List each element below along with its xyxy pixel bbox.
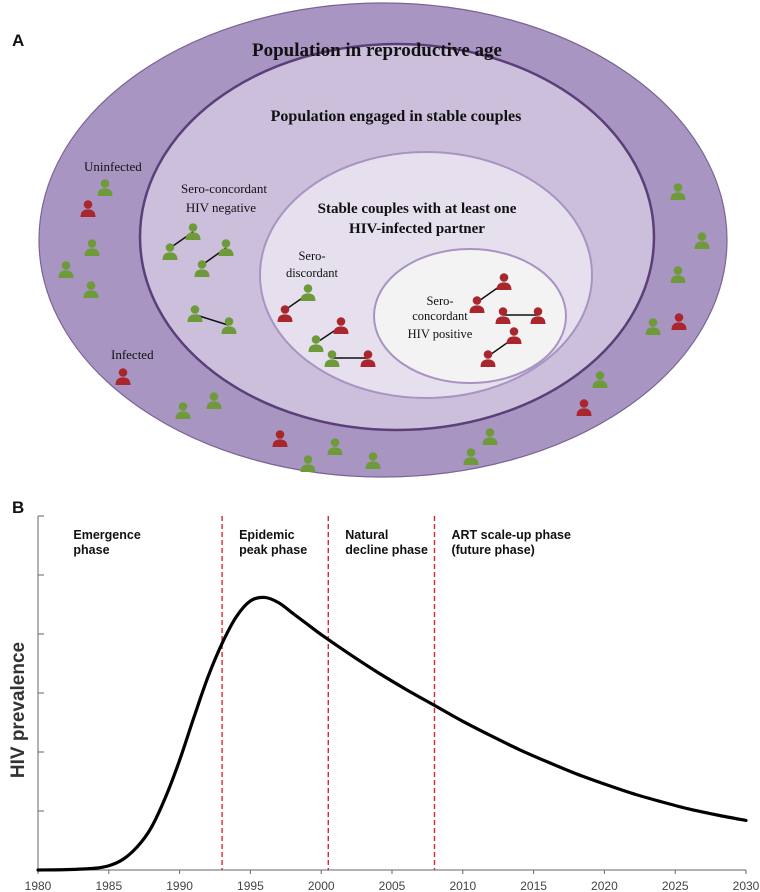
sero-positive-ellipse: [373, 248, 567, 384]
sero-discordant-line1: Sero-: [298, 249, 325, 263]
phase-label-line2: phase: [73, 543, 109, 557]
inner-title-line1: Stable couples with at least one: [318, 201, 517, 217]
x-tick-label: 1980: [25, 879, 52, 892]
panel-b-label: B: [12, 498, 24, 517]
panel-b: B HIV prevalence 1980 1985 1990 1995 2000 200…: [8, 498, 760, 892]
x-tick-label: 2030: [733, 879, 760, 892]
prevalence-curve: [36, 595, 748, 872]
infected-label: Infected: [111, 347, 154, 362]
phase-label-line2: (future phase): [451, 543, 534, 557]
phase-label-line1: Natural: [345, 528, 388, 542]
panel-a: A Population in reproductive age Populat…: [12, 2, 728, 478]
x-tick-label: 1985: [95, 879, 122, 892]
sero-discordant-line2: discordant: [286, 266, 339, 280]
phase-label-line2: decline phase: [345, 543, 428, 557]
chart-axes: [37, 515, 746, 871]
y-axis-label: HIV prevalence: [8, 642, 29, 778]
x-tick-label: 1995: [237, 879, 264, 892]
x-ticks: 1980 1985 1990 1995 2000 2005 2010 2015 2020 2025…: [25, 870, 760, 892]
x-tick-label: 2000: [308, 879, 335, 892]
phase-label-line1: Emergence: [73, 528, 140, 542]
x-tick-label: 1990: [166, 879, 193, 892]
inner-title-line2: HIV-infected partner: [349, 221, 485, 237]
core-label-line1: Sero-: [426, 294, 453, 308]
core-label-line2: concordant: [412, 309, 468, 323]
x-tick-label: 2005: [379, 879, 406, 892]
phase-lines: [221, 516, 436, 870]
phase-label-line2: peak phase: [239, 543, 307, 557]
sero-negative-line2: HIV negative: [186, 200, 256, 215]
couple-link: [195, 314, 229, 326]
x-tick-label: 2010: [449, 879, 476, 892]
x-tick-label: 2020: [591, 879, 618, 892]
x-tick-label: 2015: [520, 879, 547, 892]
phase-label-line1: Epidemic: [239, 528, 295, 542]
uninfected-label: Uninfected: [84, 159, 142, 174]
series: [36, 595, 748, 872]
phase-label-line1: ART scale-up phase: [451, 528, 571, 542]
panel-a-label: A: [12, 31, 24, 50]
middle-title: Population engaged in stable couples: [271, 108, 522, 125]
x-tick-label: 2025: [662, 879, 689, 892]
sero-negative-line1: Sero-concordant: [181, 181, 267, 196]
outer-title: Population in reproductive age: [252, 40, 502, 61]
core-label-line3: HIV positive: [408, 327, 473, 341]
